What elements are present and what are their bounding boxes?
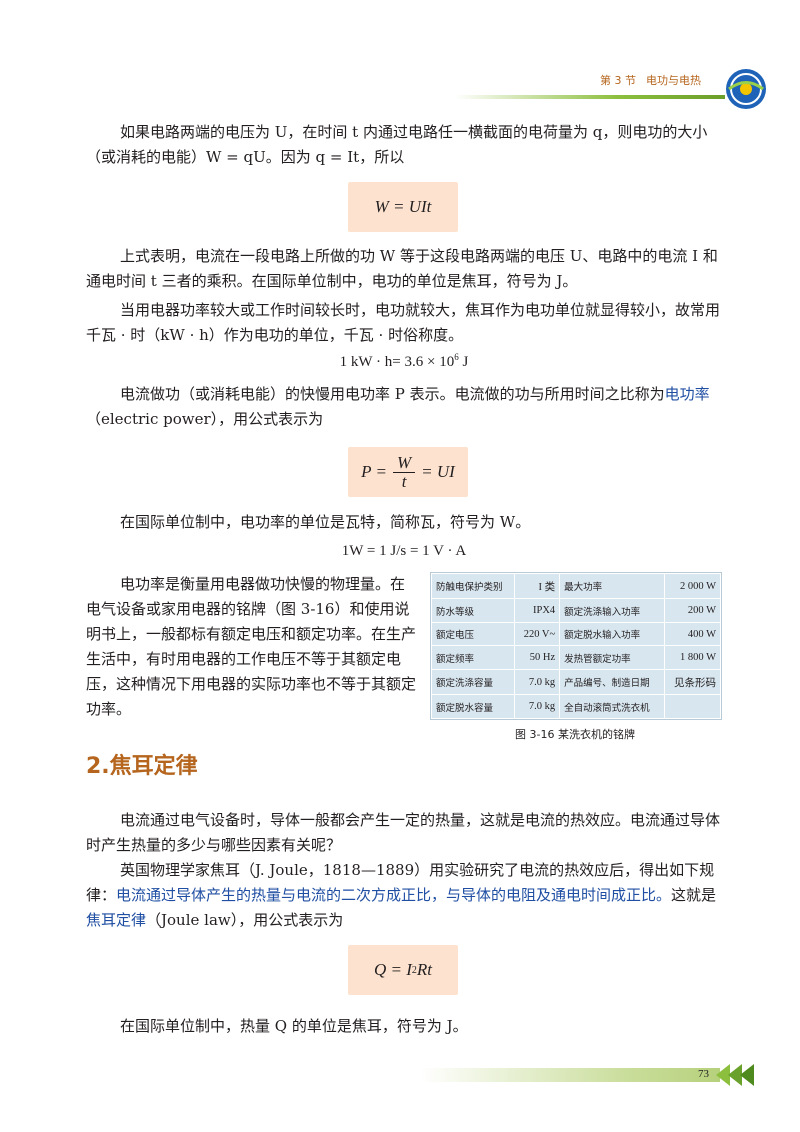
nameplate-value: 见条形码 (663, 669, 722, 696)
equation-kwh-base: 1 kW · h= 3.6 × 10 (339, 354, 455, 370)
nameplate-label: 额定脱水输入功率 (559, 621, 665, 647)
paragraph-watt-unit: 在国际单位制中，电功率的单位是瓦特，简称瓦，符号为 W。 (120, 513, 531, 531)
section-title-header: 电功与电热 (646, 74, 701, 87)
paragraph-joule-law-c: （Joule law），用公式表示为 (146, 911, 344, 929)
circular-emblem-icon (726, 69, 766, 109)
nameplate-label: 额定电压 (430, 621, 516, 647)
page-arrows-icon (716, 1064, 754, 1086)
paragraph-joule-law-b: 这就是 (671, 886, 717, 904)
nameplate-value: 400 W (663, 621, 722, 647)
paragraph-heat-unit: 在国际单位制中，热量 Q 的单位是焦耳，符号为 J。 (120, 1017, 468, 1035)
nameplate-value: 7.0 kg (514, 694, 561, 719)
formula-power: P = W t = UI (348, 447, 468, 497)
paragraph-electric-power-b: （electric power），用公式表示为 (86, 410, 324, 428)
paragraph-electric-power-a: 电流做功（或消耗电能）的快慢用电功率 P 表示。电流做的功与所用时间之比称为 (120, 385, 665, 403)
nameplate-value: 1 800 W (663, 645, 722, 671)
nameplate-value: 50 Hz (514, 645, 561, 671)
term-electric-power: 电功率 (664, 385, 710, 403)
footer-rule (420, 1068, 720, 1082)
paragraph-heat-effect: 电流通过电气设备时，导体一般都会产生一定的热量，这就是电流的热效应。电流通过导体… (86, 811, 721, 854)
equation-kwh: 1 kW · h= 3.6 × 106 J (86, 352, 722, 371)
nameplate-label: 额定脱水容量 (430, 694, 516, 719)
header-rule (455, 95, 725, 99)
equation-watt: 1W = 1 J/s = 1 V · A (341, 543, 467, 559)
running-header: 第 3 节电功与电热 (600, 72, 701, 88)
formula-power-right: = UI (421, 462, 455, 481)
nameplate-label: 产品编号、制造日期 (559, 669, 665, 696)
nameplate-label: 防水等级 (430, 598, 516, 623)
fraction: W t (392, 453, 416, 491)
paragraph-nameplate: 电功率是衡量用电器做功快慢的物理量。在电气设备或家用电器的铭牌（图 3-16）和… (86, 575, 417, 718)
paragraph-work-explanation: 上式表明，电流在一段电路上所做的功 W 等于这段电路两端的电压 U、电路中的电流… (86, 247, 718, 290)
nameplate-value: 200 W (663, 598, 722, 623)
formula-work-text: W = UIt (374, 197, 432, 216)
nameplate-value (663, 694, 722, 719)
page-number: 73 (698, 1068, 709, 1080)
formula-power-left: P = (361, 462, 387, 481)
fraction-numerator: W (392, 453, 416, 473)
section-number: 第 3 节 (600, 74, 636, 87)
joule-law-statement: 电流通过导体产生的热量与电流的二次方成正比，与导体的电阻及通电时间成正比。 (116, 886, 672, 904)
paragraph-electric-power: 电流做功（或消耗电能）的快慢用电功率 P 表示。电流做的功与所用时间之比称为电功… (86, 382, 722, 432)
formula-joule-right: Rt (416, 960, 433, 979)
figure-caption: 图 3-16 某洗衣机的铭牌 (515, 728, 635, 741)
paragraph-work-definition: 如果电路两端的电压为 U，在时间 t 内通过电路任一横截面的电荷量为 q，则电功… (86, 123, 708, 166)
paragraph-joule-law-a: 英国物理学家焦耳（J. Joule，1818—1889）用实验研究了电流的热效应… (86, 861, 715, 904)
nameplate-label: 额定频率 (430, 645, 516, 671)
paragraph-joule-law: 英国物理学家焦耳（J. Joule，1818—1889）用实验研究了电流的热效应… (86, 858, 722, 933)
nameplate-value: IPX4 (514, 598, 561, 623)
equation-kwh-exponent: 6 (454, 352, 459, 362)
equation-kwh-unit: J (458, 354, 469, 370)
nameplate-label: 额定洗涤输入功率 (559, 598, 665, 623)
formula-joule-exponent: 2 (411, 964, 417, 976)
nameplate-label: 全自动滚筒式洗衣机 (559, 694, 665, 719)
nameplate-label: 额定洗涤容量 (430, 669, 516, 696)
fraction-denominator: t (401, 471, 407, 491)
formula-joule-left: Q = I (373, 960, 412, 979)
formula-work: W = UIt (348, 182, 458, 232)
nameplate-value: 7.0 kg (514, 669, 561, 696)
nameplate-value: I 类 (514, 572, 561, 600)
nameplate-label: 最大功率 (559, 572, 665, 600)
term-joule-law: 焦耳定律 (86, 911, 147, 929)
nameplate-value: 2 000 W (663, 572, 722, 600)
nameplate-label: 防触电保护类别 (430, 572, 516, 600)
nameplate-label: 发热管额定功率 (559, 645, 665, 671)
section-heading: 2.焦耳定律 (86, 754, 198, 779)
paragraph-kwh: 当用电器功率较大或工作时间较长时，电功就较大，焦耳作为电功单位就显得较小，故常用… (86, 301, 721, 344)
nameplate-value: 220 V~ (514, 621, 561, 647)
